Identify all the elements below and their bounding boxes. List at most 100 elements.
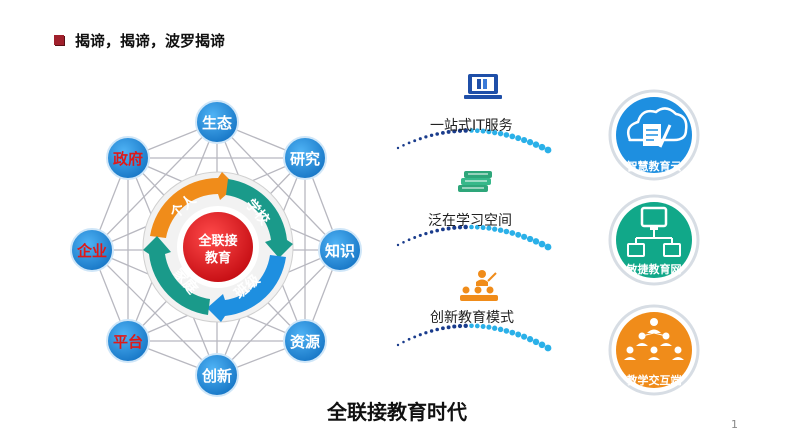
center-label-line2: 教育	[204, 250, 231, 266]
arc-dot	[526, 235, 534, 243]
arc-dot	[402, 340, 405, 344]
service-cloud: 智慧教育云	[608, 89, 700, 181]
footer-title: 全联接教育时代	[327, 400, 467, 424]
arc-dot	[446, 129, 451, 134]
arc-dot	[446, 226, 451, 231]
arc-dot	[544, 243, 552, 251]
arc-dot	[544, 146, 552, 154]
arc-dot	[526, 336, 534, 343]
arc-dot	[424, 331, 428, 335]
arc-dot	[463, 128, 468, 133]
service-label-cloud: 智慧教育云	[627, 159, 682, 173]
arc-dot	[509, 329, 516, 336]
page-title: 揭谛，揭谛，波罗揭谛	[75, 32, 226, 50]
node-knowledge: 知识	[318, 228, 362, 272]
teacher-students-icon	[460, 270, 498, 301]
svg-text:研究: 研究	[290, 150, 320, 168]
laptop-icon	[464, 74, 502, 99]
arc-dot	[396, 343, 400, 347]
arc-dot	[503, 132, 510, 138]
arc-dot	[521, 233, 528, 240]
arc-dot	[474, 224, 480, 230]
center-label-line1: 全联接	[197, 233, 237, 249]
svg-text:知识: 知识	[325, 242, 355, 260]
arc-dot	[469, 128, 474, 133]
arc-dot	[402, 241, 405, 244]
service-terminal: 教学交互端	[608, 304, 700, 396]
segment-school	[226, 179, 293, 258]
arc-dot	[544, 344, 552, 352]
mesh-line	[216, 249, 341, 376]
arc-dot	[486, 129, 492, 135]
arc-dot	[441, 227, 445, 232]
arc-dot	[480, 128, 486, 134]
arc-dot	[424, 231, 428, 236]
arc-dot	[424, 135, 428, 139]
feature-label-learning-space: 泛在学习空间	[428, 213, 512, 229]
mesh-line	[91, 249, 218, 376]
arc-dot	[509, 133, 516, 140]
arc-dot	[503, 328, 510, 334]
page-number: 1	[731, 418, 738, 431]
people-pyramid-icon	[624, 318, 684, 360]
arc-dot	[486, 225, 492, 231]
dotted-arcs	[396, 128, 552, 352]
service-network: 敏捷教育网	[608, 194, 700, 286]
arc-dot	[396, 146, 400, 150]
education-wheel: 全联接 教育 个人 学校 班级 家庭	[142, 171, 294, 323]
center-core	[183, 212, 253, 282]
arc-dot	[407, 141, 411, 145]
arc-dot	[538, 143, 546, 151]
arc-dot	[492, 226, 498, 232]
arc-dot	[515, 331, 522, 338]
service-label-terminal: 教学交互端	[626, 373, 682, 387]
arc-dot	[457, 225, 463, 230]
node-innovation: 创新	[195, 353, 239, 397]
arc-dot	[396, 243, 400, 247]
node-platform: 平台	[106, 319, 150, 363]
arc-dot	[474, 323, 480, 329]
node-research: 研究	[283, 136, 327, 180]
feature-label-it-service: 一站式IT服务	[430, 118, 513, 134]
segment-family	[143, 236, 210, 315]
arc-dot	[474, 128, 480, 134]
arc-dot	[532, 141, 540, 148]
arc-dot	[492, 325, 498, 331]
feature-label-education-model: 创新教育模式	[430, 310, 514, 326]
node-enterprise: 企业	[70, 228, 114, 272]
arc-dot	[497, 227, 504, 233]
arc-dot	[457, 128, 463, 133]
svg-text:企业: 企业	[76, 242, 107, 260]
cloud-document-icon	[627, 107, 688, 148]
arc-dot	[441, 326, 445, 331]
arc-dot	[413, 236, 417, 239]
network-hierarchy-icon	[627, 206, 681, 257]
arc-dot	[435, 228, 439, 233]
service-label-network: 敏捷教育网	[626, 262, 682, 276]
arc-dot	[446, 325, 451, 330]
arc-dot	[463, 224, 468, 230]
arc-dot	[413, 139, 417, 143]
arc-dot	[532, 238, 540, 245]
arc-dot	[503, 228, 510, 235]
arc-dot	[521, 137, 528, 144]
svg-text:生态: 生态	[202, 114, 232, 132]
arc-dot	[480, 324, 486, 329]
arc-dot	[452, 129, 457, 134]
arc-dot	[463, 323, 468, 329]
arc-dot	[492, 129, 498, 136]
arc-dot	[469, 224, 474, 230]
arc-dot	[497, 130, 504, 137]
arc-dot	[429, 329, 434, 333]
arc-dot	[402, 144, 405, 147]
arc-dot	[509, 230, 516, 236]
svg-text:政府: 政府	[113, 150, 143, 168]
arc-dot	[515, 231, 522, 238]
arc-dot	[480, 225, 486, 231]
arc-dot	[526, 139, 534, 146]
segment-class	[207, 255, 286, 322]
arc-dot	[486, 324, 492, 330]
arc-dot	[532, 338, 540, 346]
arc-dot	[538, 341, 546, 349]
